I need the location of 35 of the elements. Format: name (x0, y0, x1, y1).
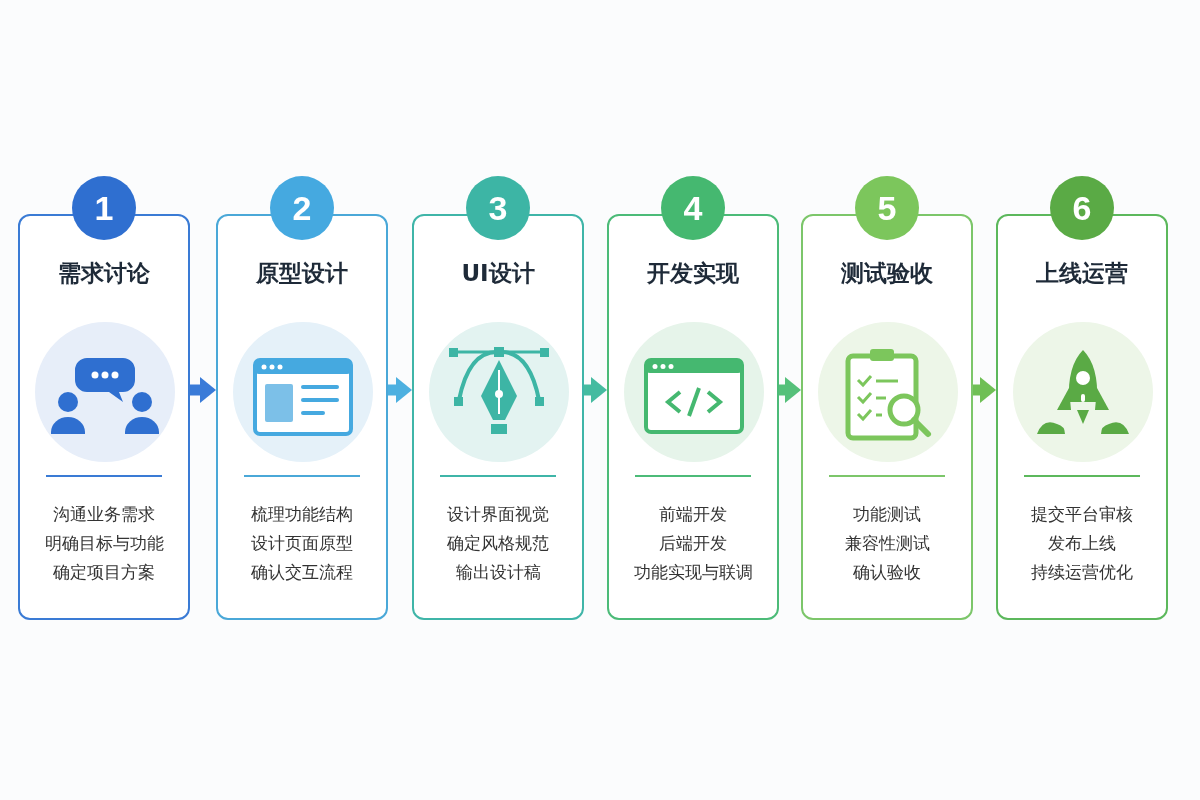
step-number-badge: 5 (855, 176, 919, 240)
step-description-line: 设计页面原型 (250, 532, 354, 555)
step-description-line: 确认交互流程 (250, 561, 354, 584)
step-description-line: 明确目标与功能 (43, 532, 165, 555)
arrow (973, 377, 996, 403)
step-description-line: 梳理功能结构 (250, 503, 354, 526)
step-description-line: 输出设计稿 (454, 561, 542, 584)
step-number-badge: 2 (270, 176, 334, 240)
arrow (779, 377, 801, 403)
step-title: 测试验收 (840, 259, 934, 288)
step-description-line: 确定风格规范 (446, 532, 550, 555)
step-description-line: 发布上线 (1047, 532, 1117, 555)
step-number-badge: 1 (72, 176, 136, 240)
step-description-line: 确定项目方案 (52, 561, 156, 584)
step-title: 原型设计 (255, 259, 349, 288)
step-title: UI设计 (460, 259, 536, 288)
arrow (584, 377, 607, 403)
arrow (190, 377, 216, 403)
step-description-line: 持续运营优化 (1030, 561, 1134, 584)
step-description-line: 确认验收 (852, 561, 922, 584)
step-number-badge: 6 (1050, 176, 1114, 240)
step-description-line: 提交平台审核 (1030, 503, 1134, 526)
step-description-line: 兼容性测试 (843, 532, 931, 555)
step-description-line: 设计界面视觉 (446, 503, 550, 526)
step-description-line: 后端开发 (658, 532, 728, 555)
arrow (388, 377, 412, 403)
step-title: 需求讨论 (57, 259, 151, 288)
step-number-badge: 4 (661, 176, 725, 240)
step-description-line: 功能实现与联调 (632, 561, 754, 584)
step-description-line: 沟通业务需求 (52, 503, 156, 526)
step-title: 开发实现 (646, 259, 740, 288)
step-number-badge: 3 (466, 176, 530, 240)
step-description-line: 功能测试 (852, 503, 922, 526)
step-description-line: 前端开发 (658, 503, 728, 526)
step-title: 上线运营 (1035, 259, 1129, 288)
